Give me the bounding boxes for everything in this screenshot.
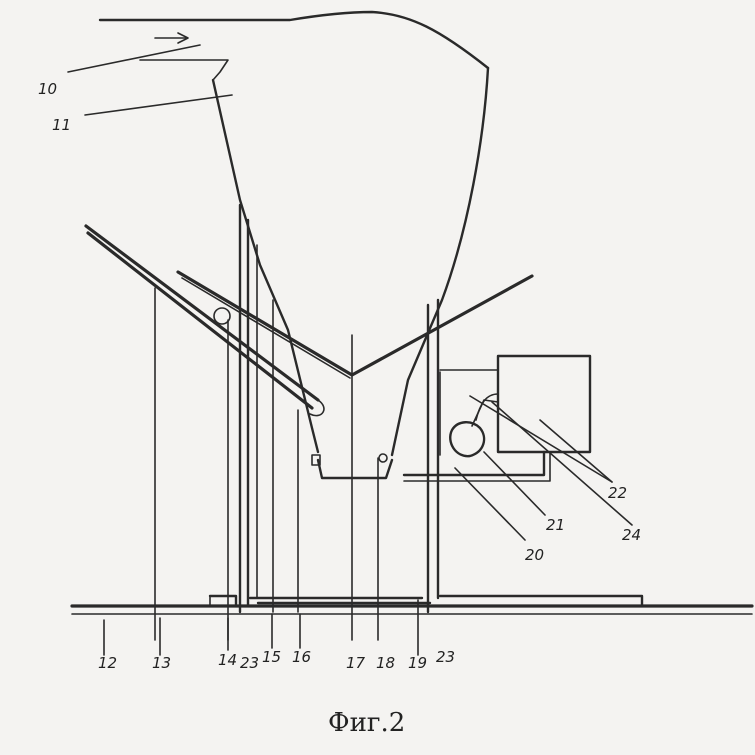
v-plate	[176, 270, 534, 379]
label-15: 15	[262, 648, 281, 666]
drive-unit	[402, 354, 592, 482]
label-21: 21	[546, 516, 565, 534]
label-11: 11	[52, 116, 71, 134]
label-18: 18	[376, 654, 395, 672]
left-chute	[84, 224, 325, 417]
vertical-supports	[154, 203, 440, 641]
flow-arrow	[154, 32, 189, 44]
label-23-left: 23	[240, 654, 259, 672]
label-23-right: 23	[436, 648, 455, 666]
leader-lines	[67, 44, 633, 656]
label-13: 13	[152, 654, 171, 672]
label-19: 19	[408, 654, 427, 672]
label-12: 12	[98, 654, 117, 672]
label-20: 20	[525, 546, 544, 564]
figure-caption: Фиг.2	[328, 708, 405, 738]
label-17: 17	[346, 654, 366, 672]
base	[70, 594, 754, 615]
label-10: 10	[38, 80, 57, 98]
label-24: 24	[622, 526, 641, 544]
label-14: 14	[218, 651, 237, 669]
reference-numerals: 10 11 12 13 14 23 15 16 17 18 19 23 20 2…	[38, 80, 641, 672]
inlet-pipe	[98, 10, 490, 81]
label-22: 22	[608, 484, 627, 502]
hopper	[211, 66, 490, 480]
label-16: 16	[292, 648, 311, 666]
